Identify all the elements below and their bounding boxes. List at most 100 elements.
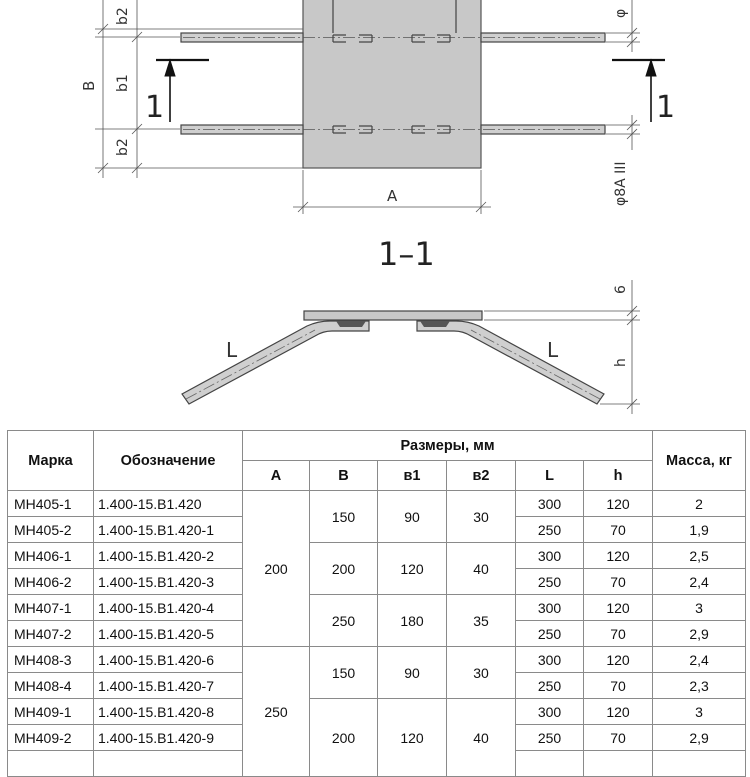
dim-label-b1: b1 [115, 74, 131, 92]
cell-mass: 1,9 [652, 516, 747, 543]
cell-b2: 40 [446, 542, 516, 595]
cell-oboznachenie: 1.400-15.В1.420-9 [93, 724, 243, 751]
cell-b2: 40 [446, 698, 516, 777]
cell-marka: МН407-1 [7, 594, 94, 621]
cell-marka: МН409-2 [7, 724, 94, 751]
cell-marka: МН405-2 [7, 516, 94, 543]
cell-b1: 90 [377, 490, 447, 543]
table-row: МН406-2 1.400-15.В1.420-3 250 70 2,4 [7, 568, 747, 595]
cell-L: 250 [515, 568, 584, 595]
cell-L: 250 [515, 724, 584, 751]
cell-h: 120 [582, 698, 654, 725]
cell-b1: 120 [377, 698, 447, 777]
dim-label-b2-bottom: b2 [115, 138, 131, 156]
cell-h: 120 [582, 594, 654, 621]
cell-mass: 2,4 [652, 568, 747, 595]
section-cut-label-left: 1 [145, 90, 164, 125]
cell-marka: МН405-1 [7, 490, 94, 517]
cell-A: 200 [242, 490, 310, 647]
table-row: МН409-2 1.400-15.В1.420-9 250 70 2,9 [7, 724, 747, 751]
col-header-b1: в1 [377, 460, 447, 491]
table-row: МН406-1 1.400-15.В1.420-2 200 120 40 300… [7, 542, 747, 595]
anchor-plate [302, 0, 482, 169]
length-label-right: L [547, 338, 559, 362]
bent-bar-right [416, 320, 605, 405]
cell-L: 300 [515, 646, 584, 673]
section-cut-left [156, 58, 209, 122]
cell-h: 70 [582, 620, 654, 647]
cell-oboznachenie: 1.400-15.В1.420 [93, 490, 243, 517]
cell-b2: 30 [446, 646, 516, 699]
col-header-b2: в2 [446, 460, 516, 491]
table-row: МН408-4 1.400-15.В1.420-7 250 70 2,3 [7, 672, 747, 699]
dim-label-A: A [387, 187, 398, 205]
cell-b2: 35 [446, 594, 516, 647]
cell-marka: МН406-1 [7, 542, 94, 569]
cell-B: 250 [309, 594, 378, 647]
cell-h: 120 [582, 490, 654, 517]
table-row: МН409-1 1.400-15.В1.420-8 200 120 40 300… [7, 698, 747, 777]
col-header-h: h [582, 460, 654, 491]
specification-table: Марка Обозначение Размеры, мм Масса, кг … [7, 430, 747, 777]
rebar-spec-note: φ8A III [613, 161, 629, 206]
hidden-weld-marks [332, 0, 457, 134]
cell-mass: 2,9 [652, 620, 747, 647]
cell-B: 150 [309, 646, 378, 699]
section-cut-right [612, 58, 665, 122]
cell-oboznachenie: 1.400-15.В1.420-2 [93, 542, 243, 569]
cell-marka: МН407-2 [7, 620, 94, 647]
bent-bar-left [181, 320, 370, 405]
cell-oboznachenie: 1.400-15.В1.420-1 [93, 516, 243, 543]
dimension-section-right [484, 280, 640, 414]
cell-mass: 2,9 [652, 724, 747, 751]
cell-B: 200 [309, 542, 378, 595]
cell-h: 120 [582, 542, 654, 569]
table-row: МН407-1 1.400-15.В1.420-4 250 180 35 300… [7, 594, 747, 647]
cell-mass: 2,3 [652, 672, 747, 699]
cell-B: 150 [309, 490, 378, 543]
rebar-axis-lines [183, 37, 603, 130]
cell-b1: 180 [377, 594, 447, 647]
technical-drawing: b2 b1 b2 B 1 1 φ φ [80, 0, 675, 414]
cell-mass: 3 [652, 594, 747, 621]
weld-seams [336, 321, 450, 327]
cell-mass: 2,5 [652, 542, 747, 569]
cell-mass: 2 [652, 490, 747, 517]
cell-marka: МН409-1 [7, 698, 94, 725]
cell-L: 300 [515, 698, 584, 725]
cell-L: 300 [515, 490, 584, 517]
dim-label-6: 6 [613, 285, 629, 294]
cell-oboznachenie: 1.400-15.В1.420-8 [93, 698, 243, 725]
cell-L: 250 [515, 672, 584, 699]
cell-oboznachenie: 1.400-15.В1.420-4 [93, 594, 243, 621]
table-row: МН405-1 1.400-15.В1.420 200 150 90 30 30… [7, 490, 747, 647]
cell-B: 200 [309, 698, 378, 777]
cell-h: 120 [582, 646, 654, 673]
cell-A: 250 [242, 646, 310, 777]
section-axis-lines [185, 329, 601, 400]
cell-b2: 30 [446, 490, 516, 543]
cell-oboznachenie: 1.400-15.В1.420-3 [93, 568, 243, 595]
table-row: МН405-2 1.400-15.В1.420-1 250 70 1,9 [7, 516, 747, 543]
col-header-B: B [309, 460, 378, 491]
table-row: МН408-3 1.400-15.В1.420-6 250 150 90 30 … [7, 646, 747, 777]
length-label-left: L [226, 338, 238, 362]
cell-b1: 90 [377, 646, 447, 699]
cell-marka: МН406-2 [7, 568, 94, 595]
dimension-chain-left [95, 0, 303, 178]
dim-label-h: h [613, 358, 629, 367]
cell-mass: 3 [652, 698, 747, 725]
cell-L: 250 [515, 620, 584, 647]
section-plate [303, 310, 483, 321]
dimension-A [293, 170, 491, 214]
col-header-L: L [515, 460, 584, 491]
cell-L: 300 [515, 594, 584, 621]
dim-label-b2-top: b2 [115, 7, 131, 25]
cell-marka: МН408-3 [7, 646, 94, 673]
cell-L: 300 [515, 542, 584, 569]
plan-view: b2 b1 b2 B 1 1 φ φ [80, 0, 675, 214]
cell-h: 70 [582, 568, 654, 595]
cell-h: 70 [582, 672, 654, 699]
cell-h: 70 [582, 724, 654, 751]
cell-oboznachenie: 1.400-15.В1.420-5 [93, 620, 243, 647]
